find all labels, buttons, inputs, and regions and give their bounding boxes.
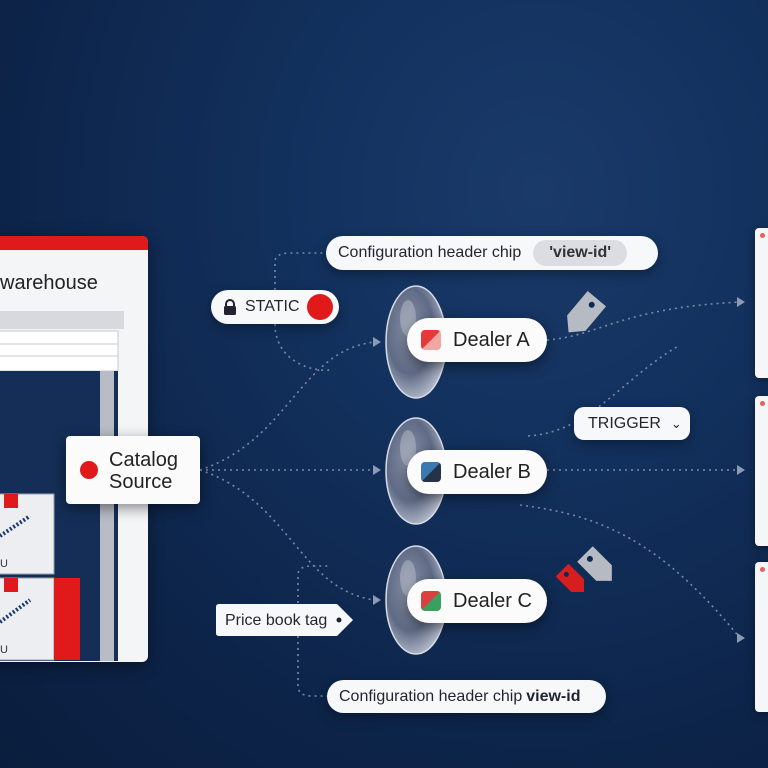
output-card-dot bbox=[760, 233, 765, 238]
arrowhead-out-a-icon bbox=[737, 297, 745, 307]
warehouse-title: warehouse bbox=[0, 272, 98, 294]
output-card-b[interactable] bbox=[755, 396, 768, 546]
output-card-a[interactable] bbox=[755, 228, 768, 378]
config-header-chip-top[interactable]: Configuration header chip 'view-id' bbox=[326, 236, 658, 270]
config-chip-bottom-label: Configuration header chip bbox=[339, 687, 523, 705]
connector-top-chip bbox=[274, 252, 326, 290]
chevron-down-icon: ⌄ bbox=[670, 415, 682, 431]
static-status-dot bbox=[307, 294, 333, 320]
arrowhead-b-icon bbox=[373, 465, 381, 475]
tag-red-icon bbox=[555, 563, 585, 593]
connector-dealer-b-trigger bbox=[527, 344, 681, 437]
trigger-label: TRIGGER bbox=[588, 414, 661, 432]
catalog-status-dot bbox=[80, 461, 98, 479]
arrowhead-c-icon bbox=[373, 595, 381, 605]
dealer-c-node[interactable]: Dealer C bbox=[407, 579, 547, 623]
output-card-dot bbox=[760, 567, 765, 572]
connector-pricebook bbox=[297, 565, 330, 603]
connector-dealer-a-out bbox=[546, 301, 741, 341]
dealer-a-label: Dealer A bbox=[453, 328, 530, 351]
tag-grey-top-icon bbox=[567, 290, 607, 333]
catalog-source-node[interactable]: Catalog Source bbox=[66, 436, 200, 504]
trigger-dropdown[interactable]: TRIGGER ⌄ bbox=[574, 407, 690, 440]
connector-catalog-to-dealer-c bbox=[199, 469, 376, 601]
dealer-a-node[interactable]: Dealer A bbox=[407, 318, 547, 362]
lock-icon bbox=[224, 299, 236, 315]
price-tag-shape bbox=[216, 604, 353, 636]
connector-catalog-to-dealer-a bbox=[199, 341, 376, 471]
config-chip-top-code: 'view-id' bbox=[533, 240, 628, 266]
static-pill[interactable]: STATIC bbox=[211, 290, 339, 324]
output-card-dot bbox=[760, 401, 765, 406]
tag-grey-bottom-icon bbox=[577, 546, 612, 581]
config-chip-bottom-code: view-id bbox=[526, 687, 581, 705]
arrowhead-a-icon bbox=[373, 337, 381, 347]
output-card-c[interactable] bbox=[755, 562, 768, 712]
catalog-label-line1: Catalog bbox=[109, 449, 178, 471]
dealer-a-swatch-icon bbox=[421, 330, 441, 350]
price-book-tag[interactable]: Price book tag bbox=[215, 603, 355, 642]
connector-static-to-dealer-a bbox=[274, 323, 331, 371]
arrowhead-out-c-icon bbox=[737, 633, 745, 643]
dealer-b-node[interactable]: Dealer B bbox=[407, 450, 547, 494]
dealer-b-label: Dealer B bbox=[453, 460, 531, 483]
dealer-c-swatch-icon bbox=[421, 591, 441, 611]
box-label: U bbox=[0, 644, 8, 656]
price-book-label: Price book tag bbox=[225, 612, 328, 629]
dealer-c-label: Dealer C bbox=[453, 589, 532, 612]
catalog-label-line2: Source bbox=[109, 471, 173, 493]
arrowhead-out-b-icon bbox=[737, 465, 745, 475]
connector-dealer-c-out bbox=[519, 504, 741, 639]
config-chip-top-label: Configuration header chip bbox=[338, 244, 522, 261]
connector-bottom-chip bbox=[297, 636, 327, 697]
warehouse-shelves bbox=[0, 311, 124, 661]
static-label: STATIC bbox=[245, 298, 300, 315]
box-label: U bbox=[0, 558, 8, 570]
config-header-chip-bottom[interactable]: Configuration header chip view-id bbox=[327, 680, 606, 713]
dealer-b-swatch-icon bbox=[421, 462, 441, 482]
warehouse-header-bar bbox=[0, 236, 148, 250]
